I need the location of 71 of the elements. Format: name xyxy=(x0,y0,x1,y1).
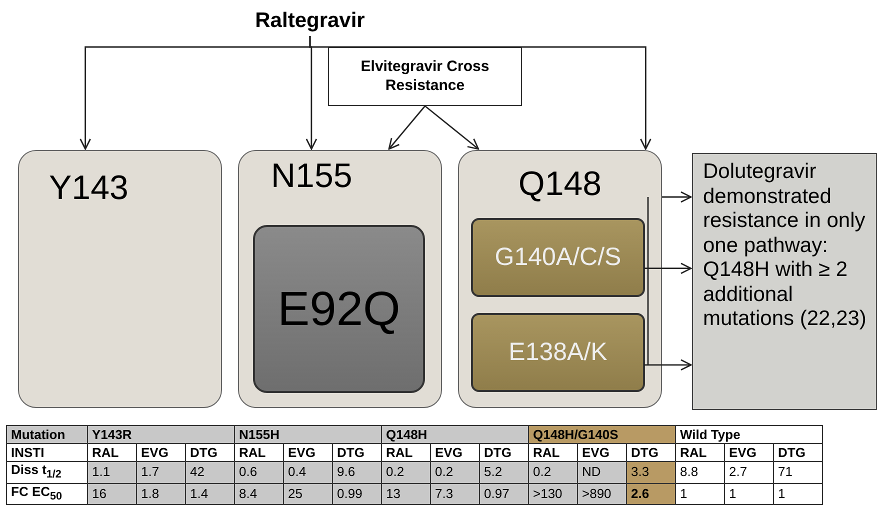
table-cell: 16 xyxy=(88,483,136,505)
header-cell: RAL xyxy=(234,444,284,462)
mutation-box: E138A/K xyxy=(471,313,645,392)
header-cell: EVG xyxy=(430,444,480,462)
header-cell: Mutation xyxy=(6,426,88,444)
table-cell: 42 xyxy=(186,462,234,484)
arrow xyxy=(424,105,480,150)
table-cell: 0.99 xyxy=(332,483,382,505)
header-cell: Y143R xyxy=(88,426,234,444)
table-cell: 0.97 xyxy=(480,483,528,505)
table-cell: 0.2 xyxy=(528,462,578,484)
table-cell: 0.6 xyxy=(234,462,284,484)
table-cell: >130 xyxy=(528,483,578,505)
table-cell: 1.7 xyxy=(136,462,186,484)
table-cell: 1 xyxy=(724,483,774,505)
header-cell: Wild Type xyxy=(676,426,822,444)
header-cell: FC EC$_{50}$ xyxy=(6,483,88,505)
table-cell: 1 xyxy=(676,483,724,505)
header-cell: EVG xyxy=(284,444,332,462)
pathway-box xyxy=(458,150,662,408)
table-cell: 13 xyxy=(382,483,430,505)
header-cell: Diss t$_{1/2}$ xyxy=(6,462,88,484)
header-cell: RAL xyxy=(528,444,578,462)
pathway-heading: Q148 xyxy=(517,164,603,204)
table-cell: 0.4 xyxy=(284,462,332,484)
table-cell: 71 xyxy=(774,462,822,484)
header-cell: EVG xyxy=(136,444,186,462)
note-box: Elvitegravir Cross Resistance xyxy=(328,47,522,106)
table-cell: 1.4 xyxy=(186,483,234,505)
table-cell: 8.4 xyxy=(234,483,284,505)
table-cell: 25 xyxy=(284,483,332,505)
drug-label: Raltegravir xyxy=(230,6,390,36)
header-cell: RAL xyxy=(88,444,136,462)
header-cell: DTG xyxy=(774,444,822,462)
header-cell: RAL xyxy=(382,444,430,462)
table-cell: 1.8 xyxy=(136,483,186,505)
table-cell: >890 xyxy=(578,483,626,505)
header-cell: EVG xyxy=(724,444,774,462)
header-cell: Q148H xyxy=(382,426,528,444)
table-cell: 1.1 xyxy=(88,462,136,484)
header-cell: DTG xyxy=(480,444,528,462)
header-cell: INSTI xyxy=(6,444,88,462)
table-cell: ND xyxy=(578,462,626,484)
pathway-box xyxy=(238,150,442,408)
table-cell: 2.7 xyxy=(724,462,774,484)
arrow xyxy=(644,359,692,371)
table-cell: 7.3 xyxy=(430,483,480,505)
mutation-box: G140A/C/S xyxy=(471,218,645,297)
table-cell: 8.8 xyxy=(676,462,724,484)
header-cell: DTG xyxy=(186,444,234,462)
header-cell: EVG xyxy=(578,444,626,462)
table-cell: 0.2 xyxy=(430,462,480,484)
arrow xyxy=(644,262,692,274)
pathway-box: Y143 xyxy=(18,150,222,408)
table-cell: 2.6 xyxy=(626,483,676,505)
table-cell: 3.3 xyxy=(626,462,676,484)
table-cell: 9.6 xyxy=(332,462,382,484)
note-box: Dolutegravir demonstrated resistance in only one pathway: Q148H with ≥ 2 additional mutations (22,23) xyxy=(692,153,877,410)
arrow xyxy=(309,36,652,150)
mutation-box: E92Q xyxy=(253,225,425,393)
table-cell: 5.2 xyxy=(480,462,528,484)
header-cell: Q148H/G140S xyxy=(528,426,676,444)
header-cell: RAL xyxy=(676,444,724,462)
table-cell: 1 xyxy=(774,483,822,505)
pathway-heading: N155 xyxy=(270,156,354,196)
arrow xyxy=(388,106,426,150)
header-cell: DTG xyxy=(626,444,676,462)
header-cell: N155H xyxy=(234,426,382,444)
header-cell: DTG xyxy=(332,444,382,462)
arrow xyxy=(662,191,692,203)
table-cell: 0.2 xyxy=(382,462,430,484)
